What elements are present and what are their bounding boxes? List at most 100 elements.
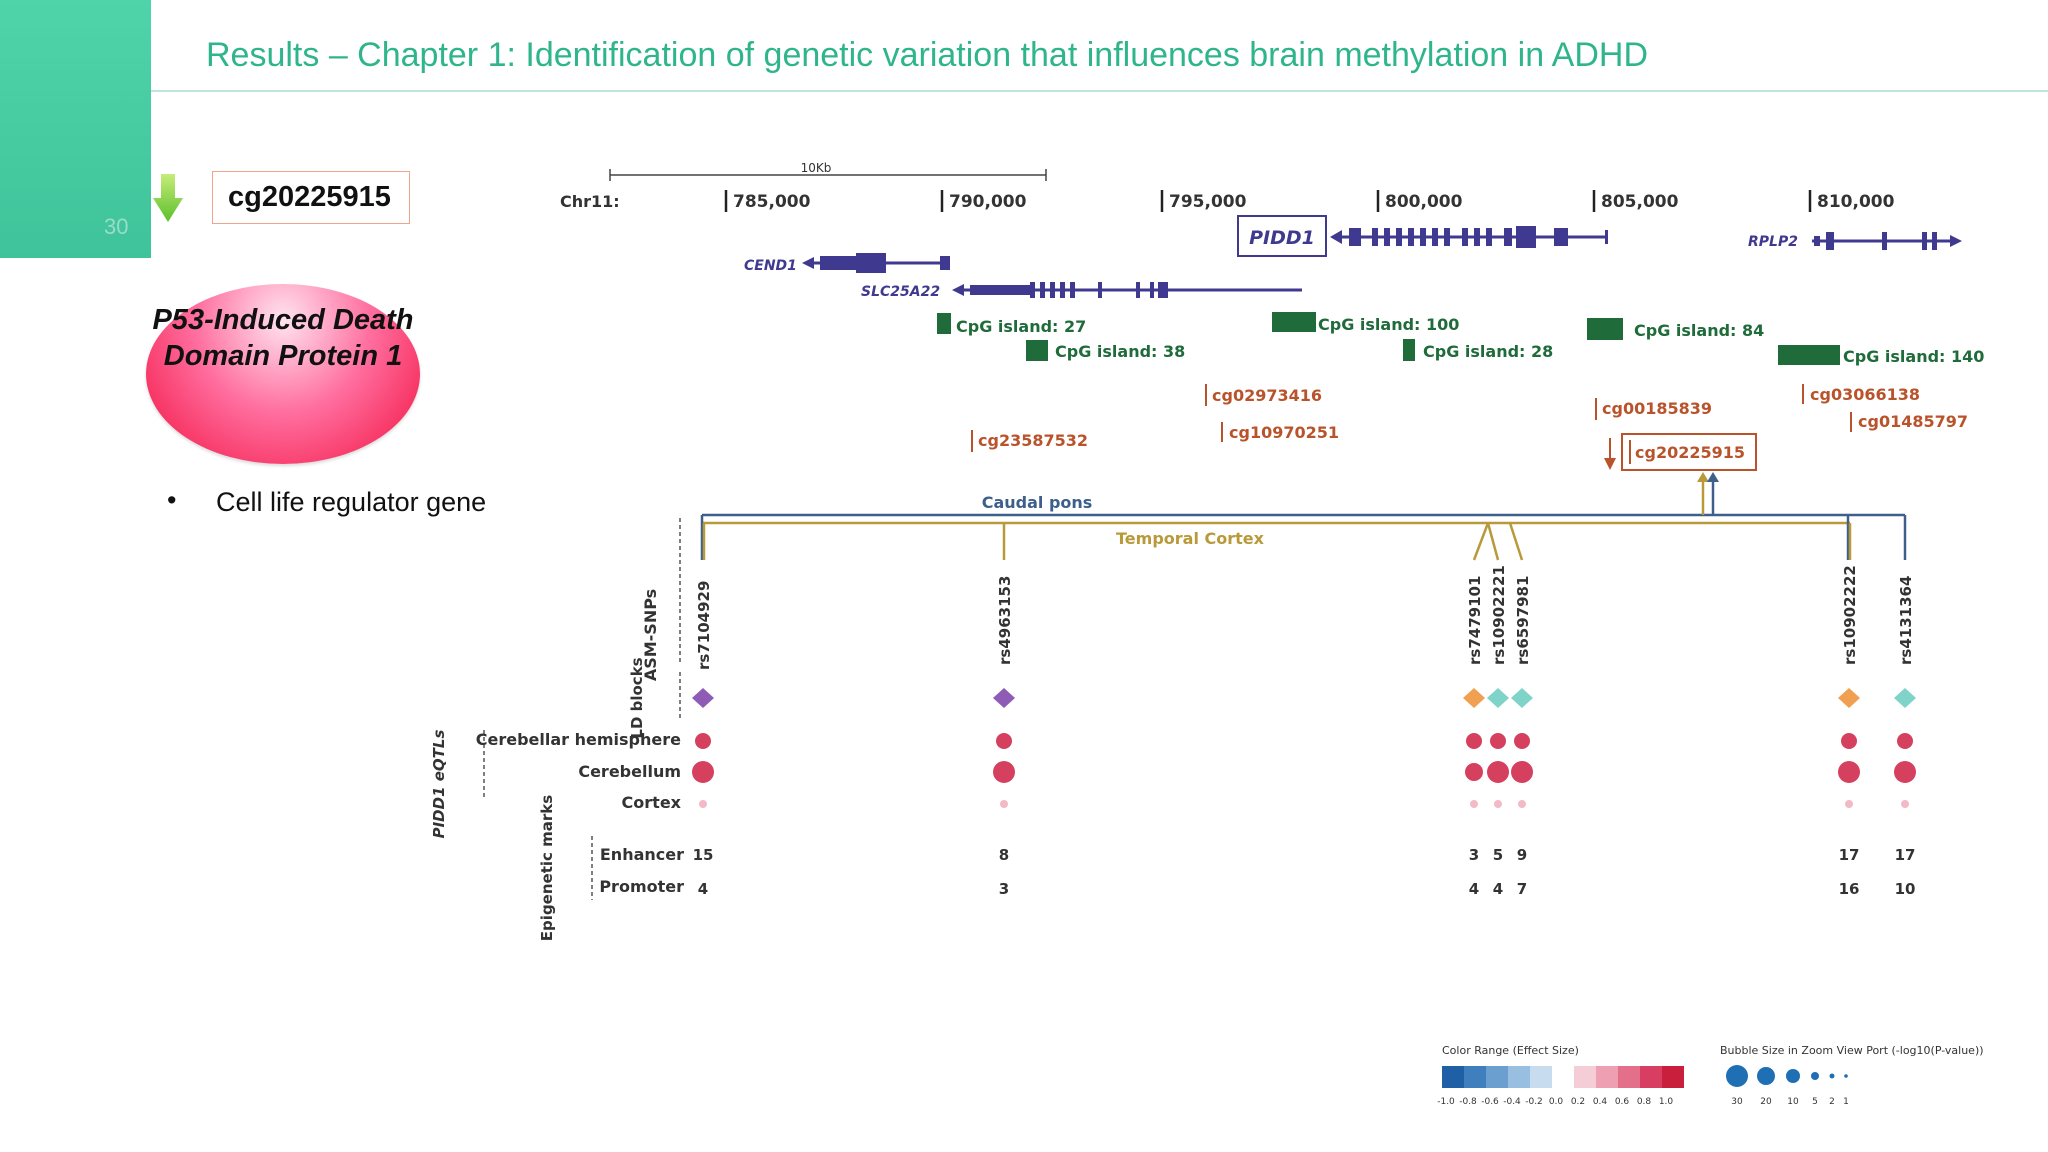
eqtl-dot: [996, 733, 1012, 749]
cpg-id-label: cg20225915: [228, 181, 391, 213]
legend-tick: 1.0: [1659, 1097, 1674, 1107]
row-label: Cortex: [622, 793, 682, 812]
enhancer-count: 5: [1493, 846, 1503, 864]
legend-tick: 0.4: [1593, 1097, 1608, 1107]
snp-label: rs4131364: [1897, 576, 1915, 665]
ld-diamond: [1838, 688, 1860, 708]
highlight-probe-box: [1621, 433, 1757, 471]
title-divider: [151, 90, 2048, 92]
eqtl-dot: [1470, 800, 1478, 808]
slide-accent-block: [0, 0, 151, 258]
legend-tick: 30: [1731, 1097, 1743, 1107]
eqtl-dot: [1490, 733, 1506, 749]
cpg-island-label: CpG island: 38: [1055, 342, 1185, 361]
ld-diamond: [993, 688, 1015, 708]
slide-title: Results – Chapter 1: Identification of g…: [206, 36, 1649, 74]
chr-label: Chr11:: [560, 192, 620, 211]
promoter-count: 10: [1895, 880, 1916, 898]
group-label-eqtl: PIDD1 eQTLs: [430, 730, 448, 839]
legend-tick: -0.2: [1525, 1097, 1543, 1107]
eqtl-dot: [1901, 800, 1909, 808]
enhancer-count: 17: [1839, 846, 1860, 864]
gene-tracks: PIDD1 CEND1 SLC25A22: [744, 215, 1962, 300]
cpg-island-label: CpG island: 84: [1634, 321, 1764, 340]
bullet-marker: •: [167, 485, 177, 515]
eqtl-dot: [1894, 761, 1916, 783]
gene-name-bubble: [146, 284, 420, 464]
eqtl-dot: [1465, 763, 1483, 781]
enhancer-count: 17: [1895, 846, 1916, 864]
bullet-text: Cell life regulator gene: [216, 487, 487, 517]
enhancer-count: 3: [1469, 846, 1479, 864]
eqtl-dot: [1514, 733, 1530, 749]
row-label: Promoter: [599, 877, 684, 896]
ld-diamond: [692, 688, 714, 708]
eqtl-dot: [1838, 761, 1860, 783]
enhancer-count: 15: [693, 846, 714, 864]
color-legend: Color Range (Effect Size) -1.0 -0.8 -0.6…: [1437, 1044, 1684, 1107]
probe-label: cg02973416: [1212, 386, 1322, 405]
eqtl-dot: [1845, 800, 1853, 808]
legend-title: Bubble Size in Zoom View Port (-log10(P-…: [1720, 1044, 1984, 1057]
promoter-count: 7: [1517, 880, 1527, 898]
legend-tick: -0.6: [1481, 1097, 1499, 1107]
pos-label: 785,000: [733, 192, 811, 212]
legend-tick: 0.8: [1637, 1097, 1652, 1107]
cpg-island-label: CpG island: 140: [1843, 347, 1984, 366]
snp-label: rs7479101: [1466, 576, 1484, 665]
eqtl-dot: [1000, 800, 1008, 808]
gene-label-cend1: CEND1: [744, 258, 797, 274]
pos-label: 790,000: [949, 192, 1027, 212]
eqtl-dot: [1511, 761, 1533, 783]
tissue-label: Caudal pons: [982, 493, 1093, 512]
ld-diamond: [1487, 688, 1509, 708]
eqtl-dot: [1897, 733, 1913, 749]
group-label-asm: ASM-SNPs: [641, 589, 660, 681]
eqtl-dot: [699, 800, 707, 808]
scale-label: 10Kb: [801, 161, 832, 175]
legend-tick: 0.2: [1571, 1097, 1585, 1107]
probe-label: cg03066138: [1810, 385, 1920, 404]
tissue-label: Temporal Cortex: [1116, 529, 1265, 548]
probe-label: cg10970251: [1229, 423, 1339, 442]
eqtl-dot: [1466, 733, 1482, 749]
pos-label: 795,000: [1169, 192, 1247, 212]
snp-label: rs7104929: [695, 581, 713, 670]
legend-tick: -1.0: [1437, 1097, 1455, 1107]
eqtl-dot: [993, 761, 1015, 783]
promoter-count: 4: [698, 880, 708, 898]
eqtl-dot: [1841, 733, 1857, 749]
row-label: Cerebellar hemisphere: [476, 730, 681, 749]
gene-label-rplp2: RPLP2: [1748, 234, 1798, 250]
probe-label: cg00185839: [1602, 399, 1712, 418]
promoter-count: 3: [999, 880, 1009, 898]
row-labels: Cerebellar hemisphere Cerebellum Cortex …: [476, 730, 684, 896]
snp-label: rs10902221: [1490, 565, 1508, 665]
probe-label: cg23587532: [978, 431, 1088, 450]
cpg-islands: CpG island: 27 CpG island: 38 CpG island…: [937, 312, 1984, 366]
tissue-connections: Caudal pons Temporal Cortex: [700, 472, 1907, 561]
cg-probes: cg23587532 cg02973416 cg10970251 cg00185…: [971, 384, 1968, 471]
legend-tick: 5: [1812, 1097, 1818, 1107]
legend-tick: 1: [1843, 1097, 1849, 1107]
cpg-id-box: [212, 171, 410, 224]
legend-title: Color Range (Effect Size): [1442, 1044, 1579, 1057]
snp-label: rs6597981: [1514, 576, 1532, 665]
cpg-island-label: CpG island: 100: [1318, 315, 1459, 334]
gene-label-slc25a22: SLC25A22: [861, 284, 940, 300]
eqtl-dot: [1487, 761, 1509, 783]
group-label-ld: LD blocks: [628, 657, 646, 738]
pos-label: 810,000: [1817, 192, 1895, 212]
down-arrow-icon: [153, 174, 183, 222]
snp-label: rs4963153: [996, 576, 1014, 665]
probe-label: cg01485797: [1858, 412, 1968, 431]
ld-diamond: [1463, 688, 1485, 708]
gene-full-name: P53-Induced Death Domain Protein 1: [152, 304, 414, 372]
slide-number: 30: [104, 214, 129, 239]
row-label: Cerebellum: [578, 762, 681, 781]
cpg-island-label: CpG island: 28: [1423, 342, 1553, 361]
eqtl-dot: [1518, 800, 1526, 808]
legend-tick: 10: [1787, 1097, 1799, 1107]
probe-label: cg20225915: [1635, 443, 1745, 462]
